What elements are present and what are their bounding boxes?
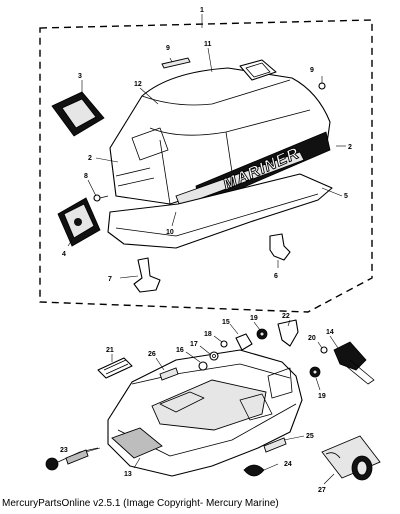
callout-24: 24 [284,461,292,468]
part-16-knob [198,361,208,371]
part-6-latch-bracket [269,233,291,261]
part-18-nut [220,340,228,348]
callout-16: 16 [176,347,184,354]
part-17-washer [209,351,219,361]
callout-17: 17 [190,341,198,348]
callout-18: 18 [204,331,212,338]
callout-23: 23 [60,447,68,454]
part-26-pad [159,367,179,381]
callout-1: 1 [200,7,204,14]
callout-10: 10 [166,229,174,236]
part-19-grommet-upper [256,328,268,340]
part-24-plug [243,464,265,477]
callout-22: 22 [282,313,290,320]
callout-14: 14 [326,329,334,336]
part-7-latch-bracket [133,257,161,293]
top-cowl [109,59,331,207]
callout-6: 6 [274,273,278,280]
part-23-fitting [45,447,99,471]
callout-13: 13 [124,471,132,478]
part-3-grommet [51,91,105,137]
callout-3: 3 [78,73,82,80]
cowl-lower-lip [107,173,333,249]
callout-11: 11 [204,41,212,48]
part-25-pad [263,437,287,453]
part-14-handle [333,341,375,385]
part-21-grille [97,357,133,379]
callout-19-upper: 19 [250,315,258,322]
callout-8: 8 [84,173,88,180]
callout-27: 27 [318,487,326,494]
callout-20: 20 [308,335,316,342]
callout-19-lower: 19 [318,393,326,400]
part-19-grommet-lower [309,366,321,378]
callout-5: 5 [344,193,348,200]
part-27-cover [321,435,381,481]
callout-2-right: 2 [348,144,352,151]
callout-4: 4 [62,251,66,258]
bottom-cowl [107,349,303,477]
callout-12: 12 [134,81,142,88]
callout-26: 26 [148,351,156,358]
callout-15: 15 [222,319,230,326]
part-15-clip [235,333,253,351]
callout-9a: 9 [166,45,170,52]
part-9-strip [161,57,191,69]
assembly-boundary [39,19,373,313]
image-caption: MercuryPartsOnline v2.5.1 (Image Copyrig… [2,498,279,509]
callout-7: 7 [108,276,112,283]
screw-8 [93,194,109,202]
leader-lines [67,14,346,485]
part-20-nut [320,346,328,354]
callout-21: 21 [106,347,114,354]
callout-25: 25 [306,433,314,440]
exploded-parts-diagram: MARINER [39,7,381,494]
part-4-emblem [57,197,101,247]
part-22-bracket [277,319,299,347]
callout-2-left: 2 [88,155,92,162]
callout-9b: 9 [310,67,314,74]
